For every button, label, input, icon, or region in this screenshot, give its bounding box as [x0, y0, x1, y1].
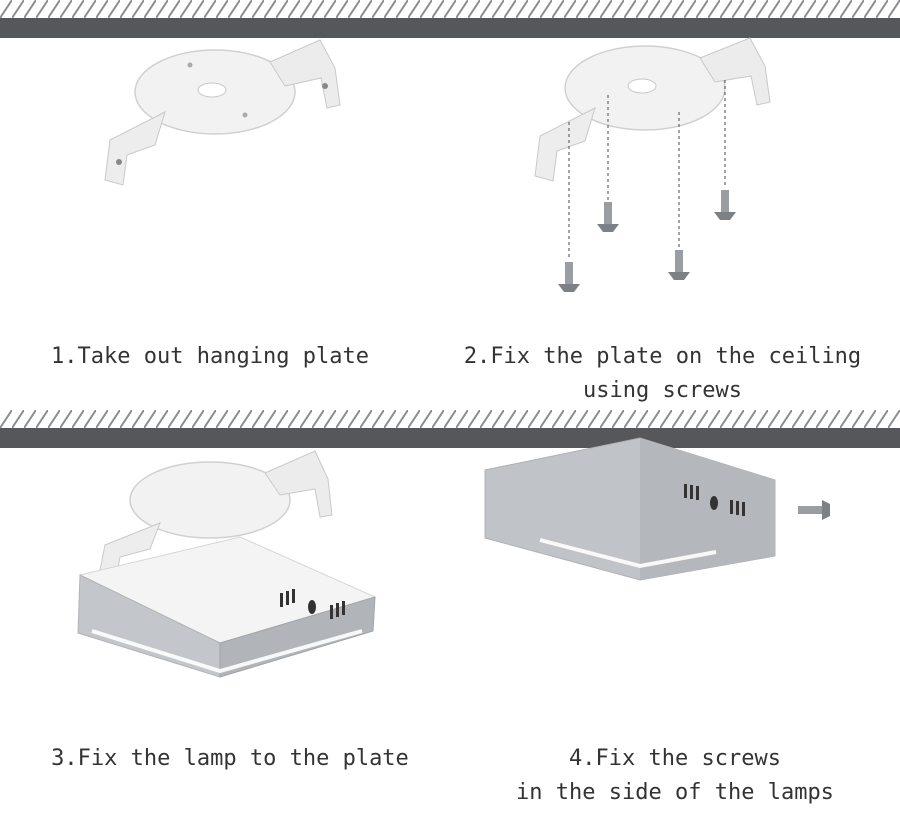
step4-figure [480, 430, 840, 594]
step1-figure [95, 30, 355, 204]
square-lamp-icon [484, 437, 830, 581]
step3-caption: 3.Fix the lamp to the plate [20, 742, 440, 776]
step2-number: 2. [463, 344, 491, 369]
step1-text: Take out hanging plate [77, 344, 369, 369]
ceiling-icon [0, 0, 900, 38]
screw-icon [558, 262, 580, 292]
step2-text-line2: using screws [583, 378, 742, 403]
hanging-plate-icon [104, 39, 341, 186]
step2-caption: 2.Fix the plate on the ceiling using scre… [440, 340, 885, 408]
step2-text: Fix the plate on the ceiling [490, 344, 862, 369]
step1-caption: 1.Take out hanging plate [20, 340, 400, 374]
step3-text: Fix the lamp to the plate [77, 746, 409, 771]
ceiling-top [0, 0, 900, 40]
step4-text-line2: in the side of the lamps [516, 780, 834, 805]
hanging-plate-icon [534, 37, 771, 292]
step3-figure [70, 445, 390, 689]
screw-icon [714, 190, 736, 220]
screw-icon [597, 202, 619, 232]
square-lamp-icon [77, 450, 377, 678]
ceiling-middle [0, 410, 900, 450]
ceiling-icon [0, 410, 900, 448]
screw-icon [668, 250, 690, 280]
step3-number: 3. [51, 746, 78, 771]
screw-icon [798, 500, 830, 520]
step4-text: Fix the screws [595, 746, 781, 771]
step4-number: 4. [569, 746, 596, 771]
step2-figure [525, 30, 795, 304]
step1-number: 1. [51, 344, 78, 369]
step4-caption: 4.Fix the screws in the side of the lamps [480, 742, 870, 810]
